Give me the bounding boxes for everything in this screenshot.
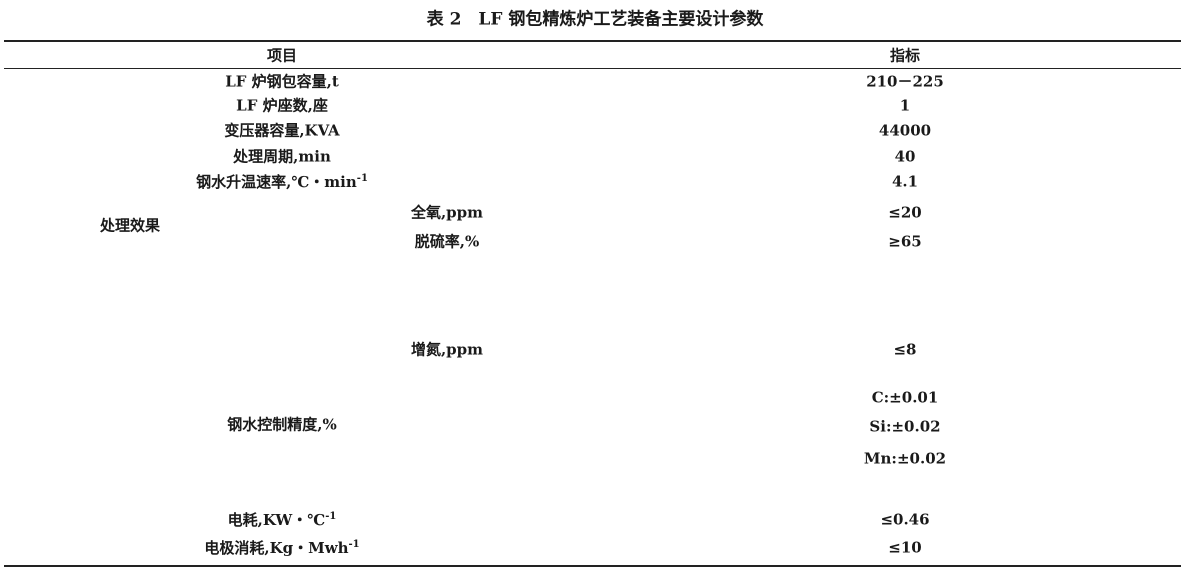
precision-value: Mn:±0.02: [863, 449, 947, 468]
row-item: LF 炉钢包容量,t: [225, 72, 339, 91]
row-value: 4.1: [891, 172, 919, 191]
table-title: 表 2 LF 钢包精炼炉工艺装备主要设计参数: [426, 9, 764, 30]
row-value: 44000: [878, 121, 932, 140]
sub-value: ≤20: [888, 203, 922, 222]
header-rule: [4, 68, 1181, 69]
sub-value: ≥65: [888, 232, 922, 251]
row-value: 40: [894, 147, 916, 166]
row-item: 钢水升温速率,℃・min-1: [196, 173, 368, 191]
tail-item: 电耗,KW・℃-1: [227, 511, 337, 529]
top-rule: [4, 40, 1181, 42]
row-item: LF 炉座数,座: [236, 96, 328, 115]
row-item: 变压器容量,KVA: [224, 121, 340, 140]
header-index: 指标: [889, 46, 921, 65]
bottom-rule: [4, 565, 1181, 567]
sub-item: 增氮,ppm: [410, 340, 484, 359]
tail-item: 电极消耗,Kg・Mwh-1: [204, 539, 360, 557]
precision-item: 钢水控制精度,%: [227, 415, 337, 434]
tail-value: ≤0.46: [880, 510, 930, 529]
precision-value: C:±0.01: [871, 388, 939, 407]
sub-item: 脱硫率,%: [414, 232, 480, 251]
row-item: 处理周期,min: [233, 147, 331, 166]
treatment-group: 处理效果: [99, 216, 161, 235]
precision-value: Si:±0.02: [869, 417, 941, 436]
sub-item: 全氧,ppm: [410, 203, 484, 222]
header-item: 项目: [266, 46, 298, 65]
row-value: 210－225: [866, 72, 944, 91]
sub-value: ≤8: [893, 340, 917, 359]
tail-value: ≤10: [888, 538, 922, 557]
row-value: 1: [899, 96, 911, 115]
